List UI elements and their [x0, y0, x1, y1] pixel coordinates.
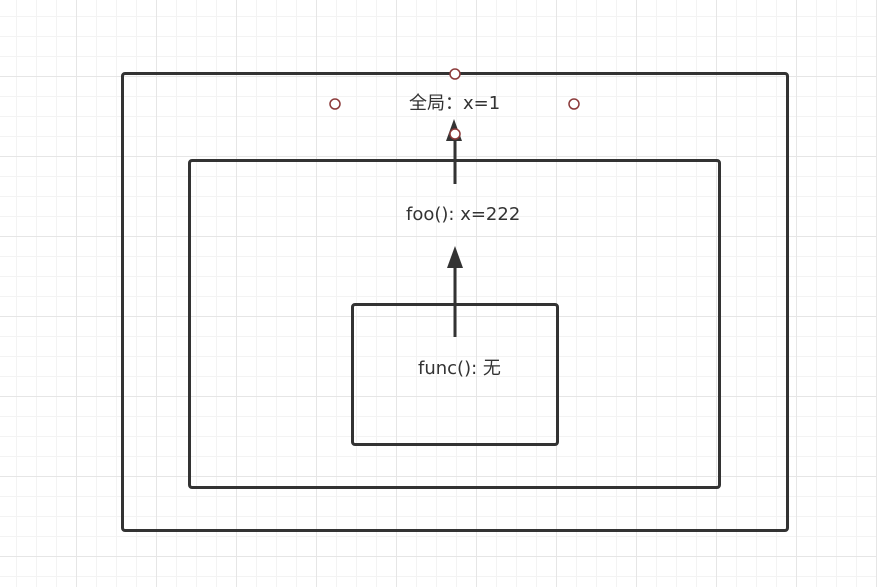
global-scope-label: 全局：x=1 — [409, 93, 501, 114]
func-scope-label: func(): 无 — [418, 358, 501, 379]
foo-scope-label: foo(): x=222 — [406, 204, 521, 225]
